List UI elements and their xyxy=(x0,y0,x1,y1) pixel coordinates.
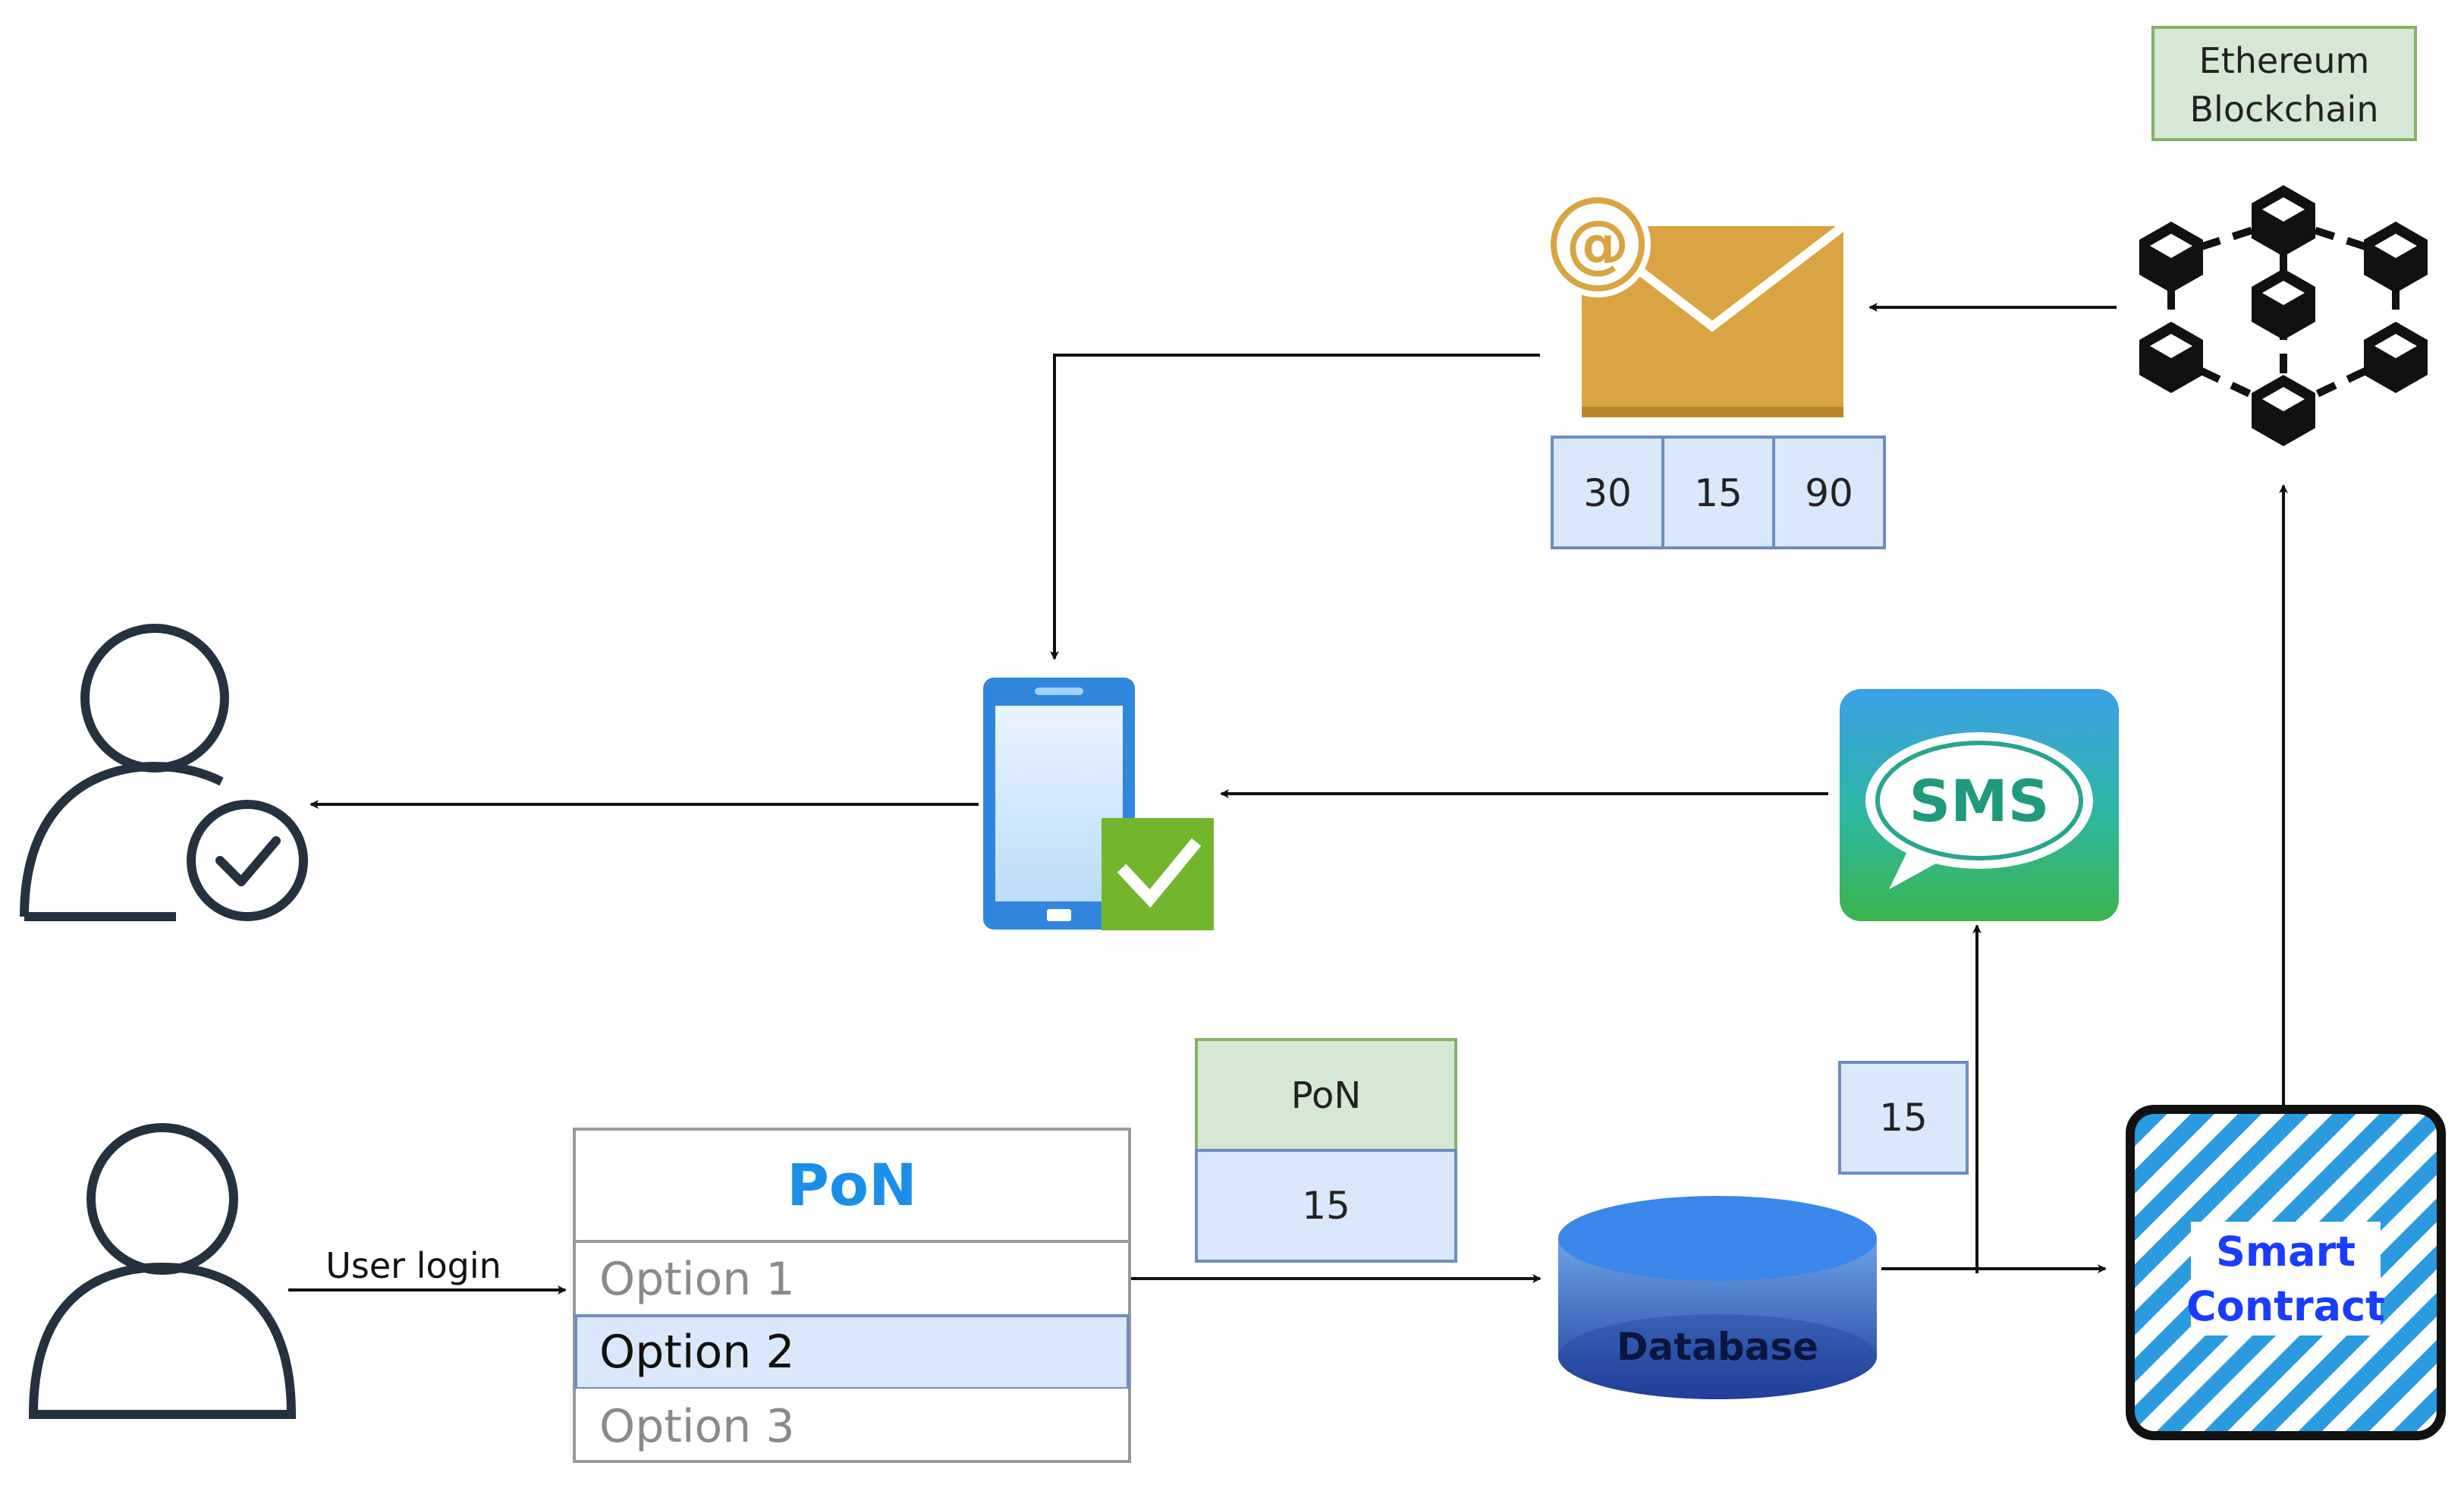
user-icon xyxy=(28,1123,297,1419)
pon-option-3[interactable]: Option 3 xyxy=(576,1389,1128,1460)
pon-tag-value: 15 xyxy=(1302,1184,1350,1228)
ethereum-blockchain-label: Ethereum Blockchain xyxy=(2151,26,2417,141)
check-badge-icon xyxy=(1102,818,1214,930)
sms-label: SMS xyxy=(1909,767,2049,835)
smart-contract: Smart Contract xyxy=(2126,1105,2446,1440)
pon-tag-header: PoN xyxy=(1291,1074,1362,1117)
pon-option-1-label: Option 1 xyxy=(599,1253,795,1306)
pon-option-2-label: Option 2 xyxy=(599,1326,795,1379)
pon-tag: PoN 15 xyxy=(1195,1038,1457,1263)
svg-text:@: @ xyxy=(1566,206,1630,281)
pon-menu-title: PoN xyxy=(787,1151,917,1219)
verified-user-icon xyxy=(20,624,308,921)
pon-option-3-label: Option 3 xyxy=(599,1400,795,1453)
sms-icon: SMS xyxy=(1840,689,2119,921)
pon-option-2[interactable]: Option 2 xyxy=(574,1314,1130,1390)
email-icon: @ xyxy=(1545,191,1846,417)
ethereum-line2: Blockchain xyxy=(2190,89,2379,130)
sms-value: 15 xyxy=(1879,1096,1928,1140)
email-value-2: 90 xyxy=(1805,471,1853,515)
ethereum-line1: Ethereum xyxy=(2199,40,2370,81)
connectors xyxy=(288,303,2288,1295)
pon-option-1[interactable]: Option 1 xyxy=(576,1243,1128,1316)
email-value-boxes: 30 15 90 xyxy=(1551,436,1886,549)
arrow-email-to-phone xyxy=(1050,354,1540,660)
smart-contract-line1: Smart xyxy=(2216,1228,2356,1276)
sms-value-box: 15 xyxy=(1838,1061,1969,1175)
database-icon: Database xyxy=(1558,1196,1877,1399)
user-login-label: User login xyxy=(325,1245,501,1286)
database-label: Database xyxy=(1617,1325,1818,1369)
smart-contract-line2: Contract xyxy=(2186,1282,2385,1330)
blockchain-icon xyxy=(2139,185,2428,446)
email-value-0: 30 xyxy=(1583,471,1632,515)
email-value-1: 15 xyxy=(1694,471,1743,515)
